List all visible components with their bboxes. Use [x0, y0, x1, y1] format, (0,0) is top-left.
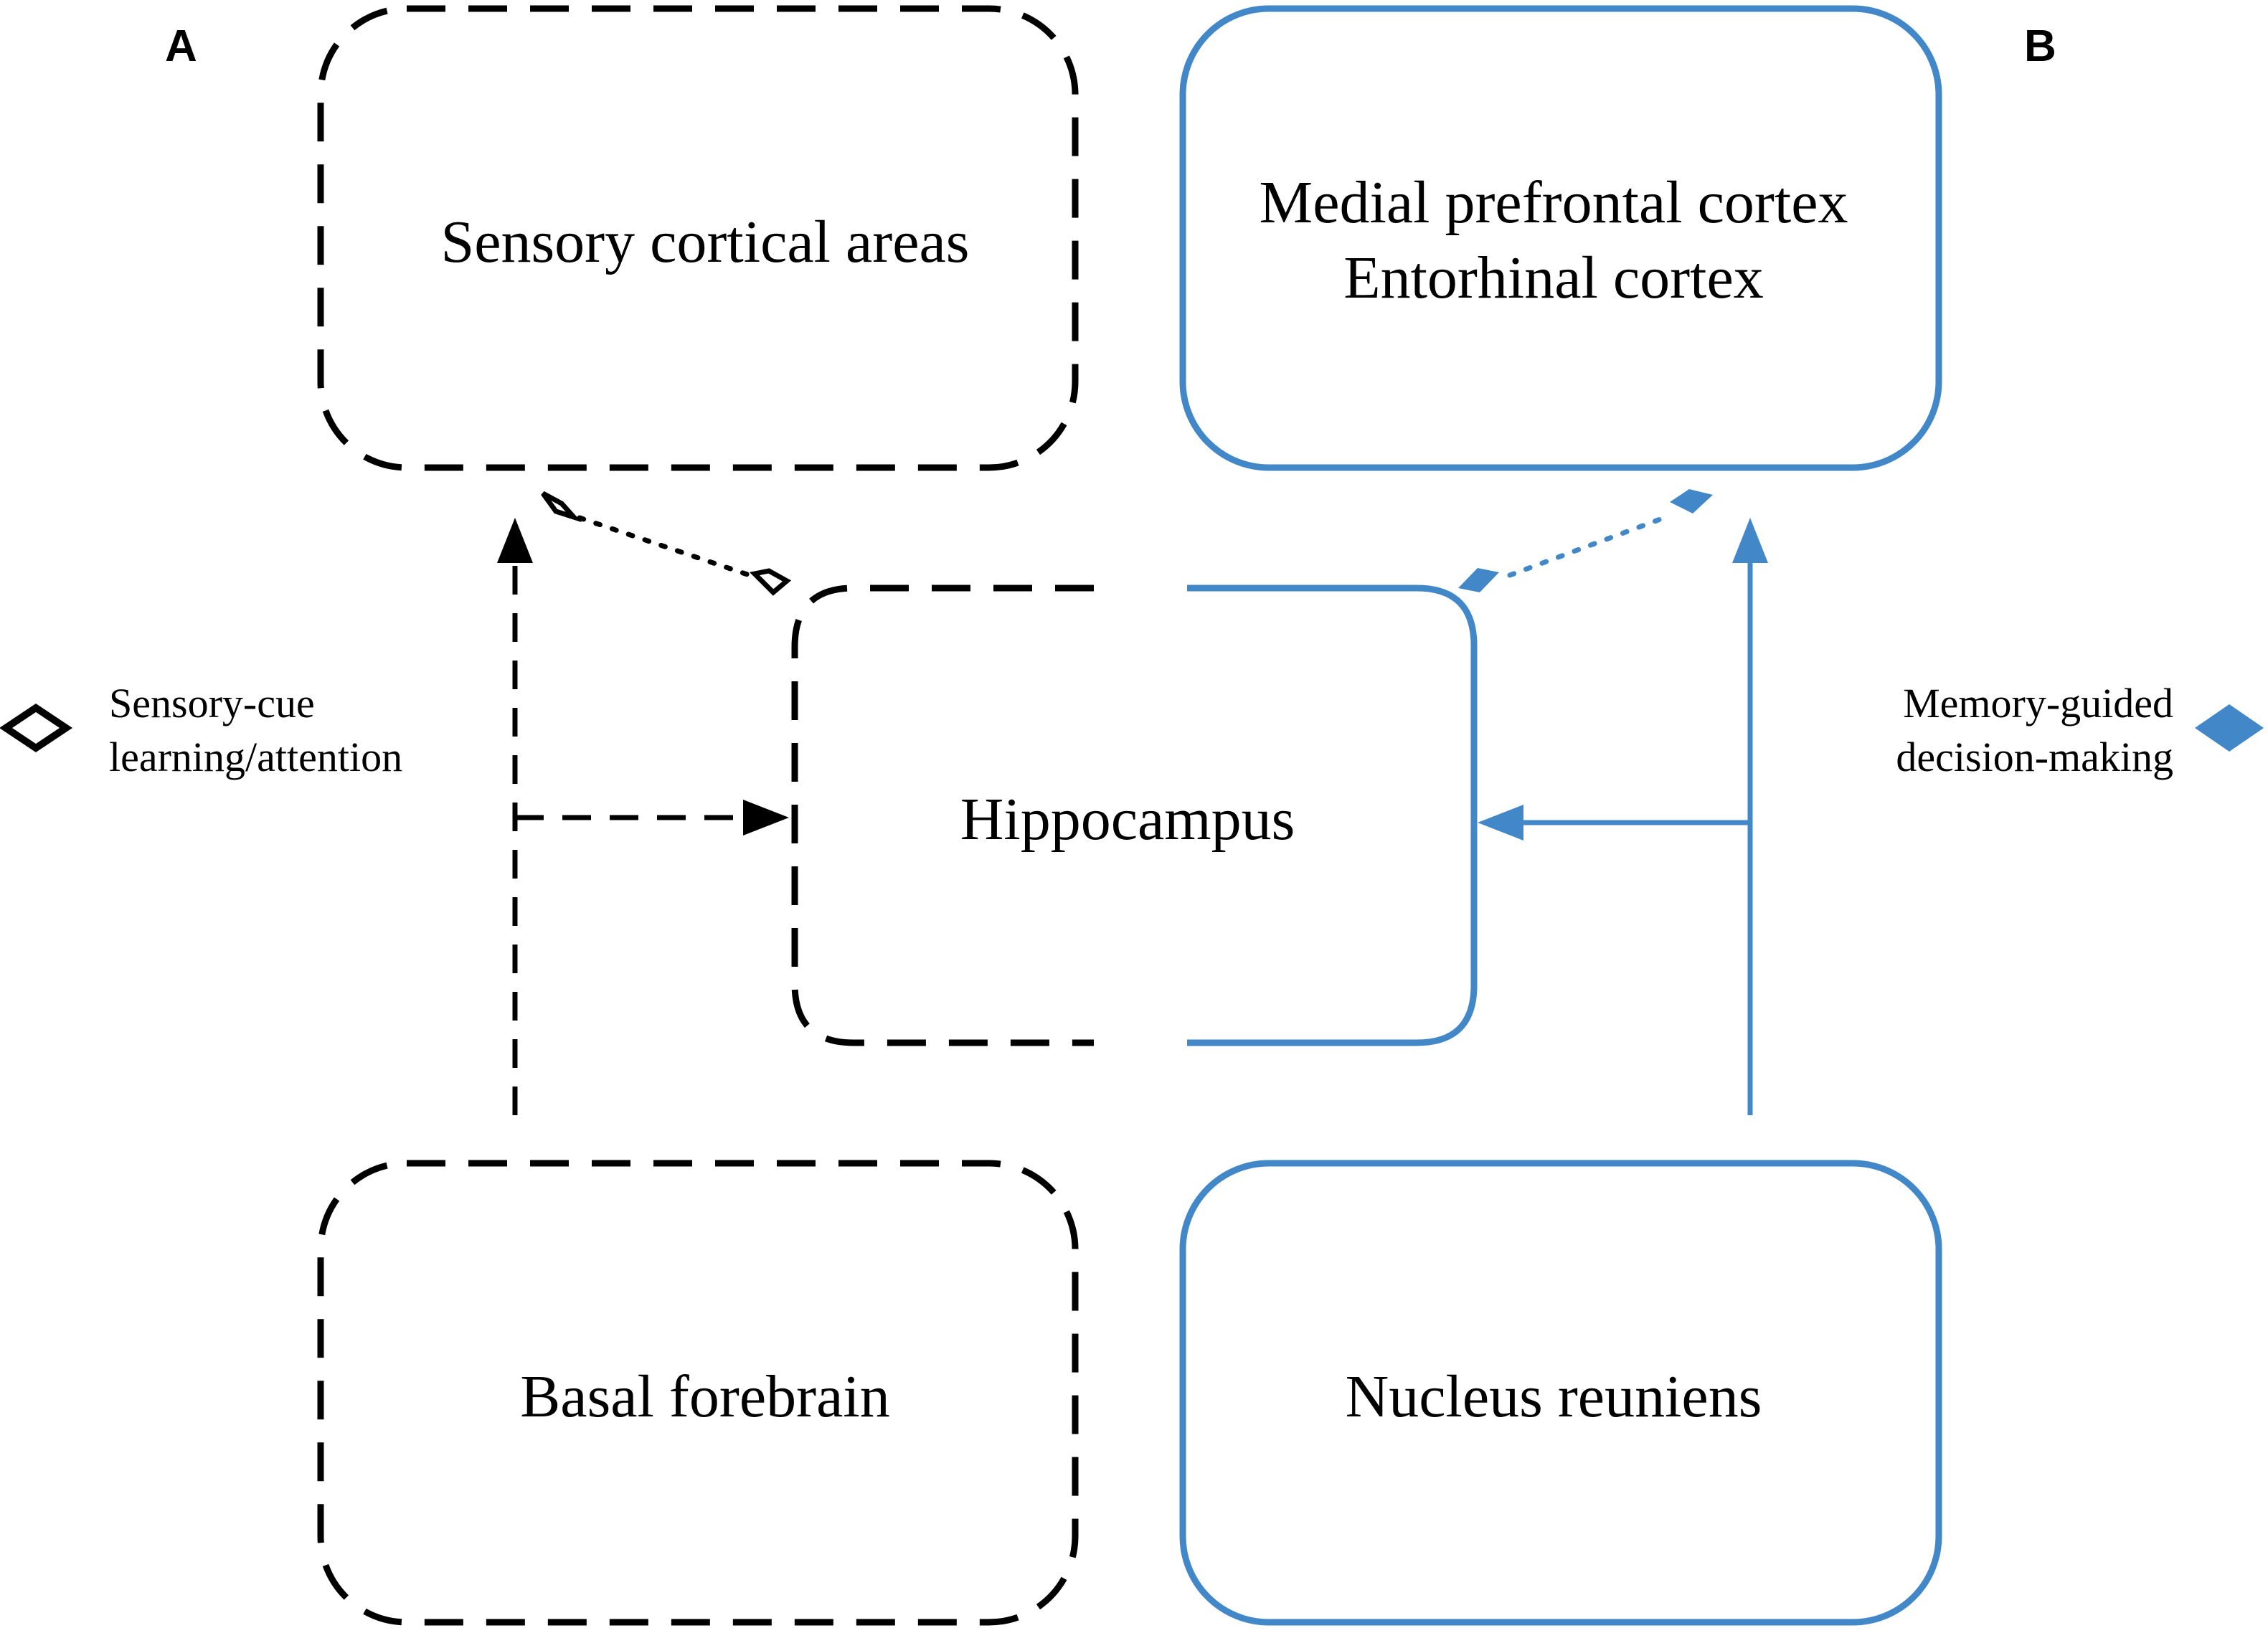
panel-label-a: A: [165, 22, 197, 71]
panel-label-b: B: [2024, 22, 2056, 71]
basal-forebrain-label: Basal forebrain: [520, 1363, 889, 1430]
mpfc-entorhinal-box: [1179, 5, 1942, 471]
arrowhead-basal-to-hippocampus: [743, 800, 789, 836]
legend-left-line1: Sensory-cue: [109, 680, 315, 726]
entorhinal-label: Entorhinal cortex: [1343, 245, 1763, 311]
open-diamond-icon: [541, 491, 582, 523]
dotted-link-hippocampus-sensory: [577, 515, 752, 578]
legend-left-line2: learning/attention: [109, 734, 402, 780]
sensory-cortical-box: [317, 5, 1079, 471]
nucleus-reuniens-label: Nucleus reuniens: [1346, 1363, 1762, 1430]
arrowhead-reuniens-to-mpfc: [1732, 518, 1768, 563]
hippocampus-box-left: [791, 584, 1094, 1046]
arrowhead-reuniens-to-hippocampus: [1478, 805, 1523, 841]
sensory-cortical-label: Sensory cortical areas: [440, 209, 969, 275]
hippocampus-box-right: [1187, 584, 1478, 1046]
open-diamond-icon: [0, 703, 73, 753]
legend-right-line2: decision-making: [1896, 734, 2173, 780]
mpfc-label: Medial prefrontal cortex: [1260, 169, 1848, 236]
filled-diamond-icon: [2195, 704, 2264, 752]
hippocampus-label: Hippocampus: [960, 786, 1295, 853]
arrowhead-basal-to-sensory: [497, 518, 533, 563]
legend-right-line1: Memory-guided: [1903, 680, 2173, 726]
dotted-link-hippocampus-mpfc: [1507, 515, 1667, 578]
filled-diamond-icon: [1670, 489, 1713, 513]
basal-forebrain-box: [317, 1160, 1079, 1626]
open-diamond-icon: [749, 568, 792, 596]
nucleus-reuniens-box: [1179, 1160, 1942, 1626]
filled-diamond-icon: [1458, 568, 1499, 592]
